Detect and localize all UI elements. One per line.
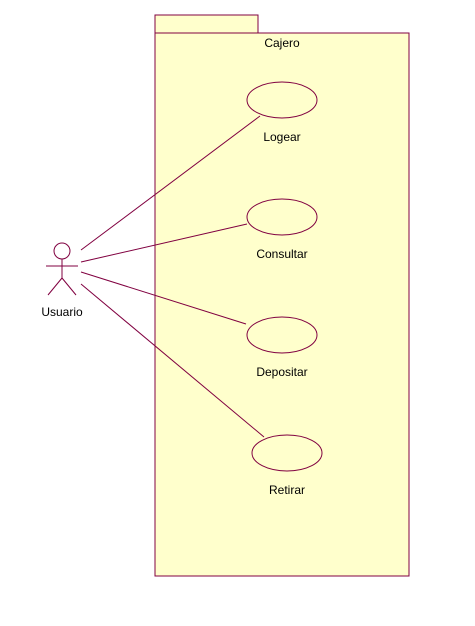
package-name: Cajero: [264, 36, 300, 50]
association-retirar: [80, 283, 265, 438]
use-case-label: Retirar: [269, 483, 305, 497]
use-case-ellipse: [246, 81, 318, 119]
package-tab: [154, 14, 259, 34]
package-cajero: Cajero: [154, 14, 410, 577]
use-case-ellipse: [246, 198, 318, 236]
association-logear: [80, 115, 261, 251]
use-case-depositar: Depositar: [246, 316, 318, 379]
use-case-label: Logear: [263, 130, 300, 144]
use-case-consultar: Consultar: [246, 198, 318, 261]
actor-usuario: [46, 242, 78, 296]
package-body: [154, 32, 410, 577]
use-case-retirar: Retirar: [251, 434, 323, 497]
actor-name: Usuario: [41, 305, 83, 319]
use-case-label: Depositar: [256, 365, 307, 379]
use-case-logear: Logear: [246, 81, 318, 144]
use-case-ellipse: [251, 434, 323, 472]
association-consultar: [80, 223, 248, 263]
association-depositar: [80, 271, 247, 325]
use-case-label: Consultar: [256, 247, 307, 261]
associations: [80, 115, 265, 438]
stick-figure-actor-icon: [46, 242, 78, 296]
use-case-ellipse: [246, 316, 318, 354]
